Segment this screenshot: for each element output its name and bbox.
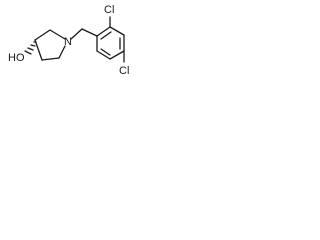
bond-ar-5-6 <box>96 50 111 60</box>
methylene-linker <box>70 28 98 40</box>
bond-ch2-ring <box>81 28 98 37</box>
bond-ar-1-2 <box>96 26 111 37</box>
hash-2 <box>30 44 36 47</box>
chlorine-substituent-bonds <box>109 16 125 63</box>
bond-n-ch2 <box>70 28 83 40</box>
bond-ar-4-5 <box>109 50 125 60</box>
bond-c3-c4 <box>34 39 43 61</box>
chlorine-ortho-label: Cl <box>104 4 114 16</box>
bond-ar-2-3 <box>109 26 125 36</box>
nitrogen-atom-label: N <box>64 36 72 48</box>
double-bond-inner-1 <box>100 31 112 40</box>
bond-n-c2 <box>49 29 66 40</box>
bond-c5-n <box>58 45 66 59</box>
bond-c4-c5 <box>41 57 60 61</box>
hash-3 <box>27 47 34 51</box>
bond-c2-c3 <box>34 29 51 41</box>
chlorine-para-label: Cl <box>119 65 129 77</box>
benzene-ring <box>96 26 125 60</box>
stereo-hashed-wedge-bond <box>24 41 37 55</box>
double-bond-inner-3 <box>100 48 111 56</box>
hash-4 <box>24 50 32 55</box>
pyrrolidine-ring <box>34 29 66 61</box>
hydroxyl-group-label: HO <box>8 52 25 64</box>
chemical-structure-diagram: N HO Cl Cl <box>8 4 129 77</box>
